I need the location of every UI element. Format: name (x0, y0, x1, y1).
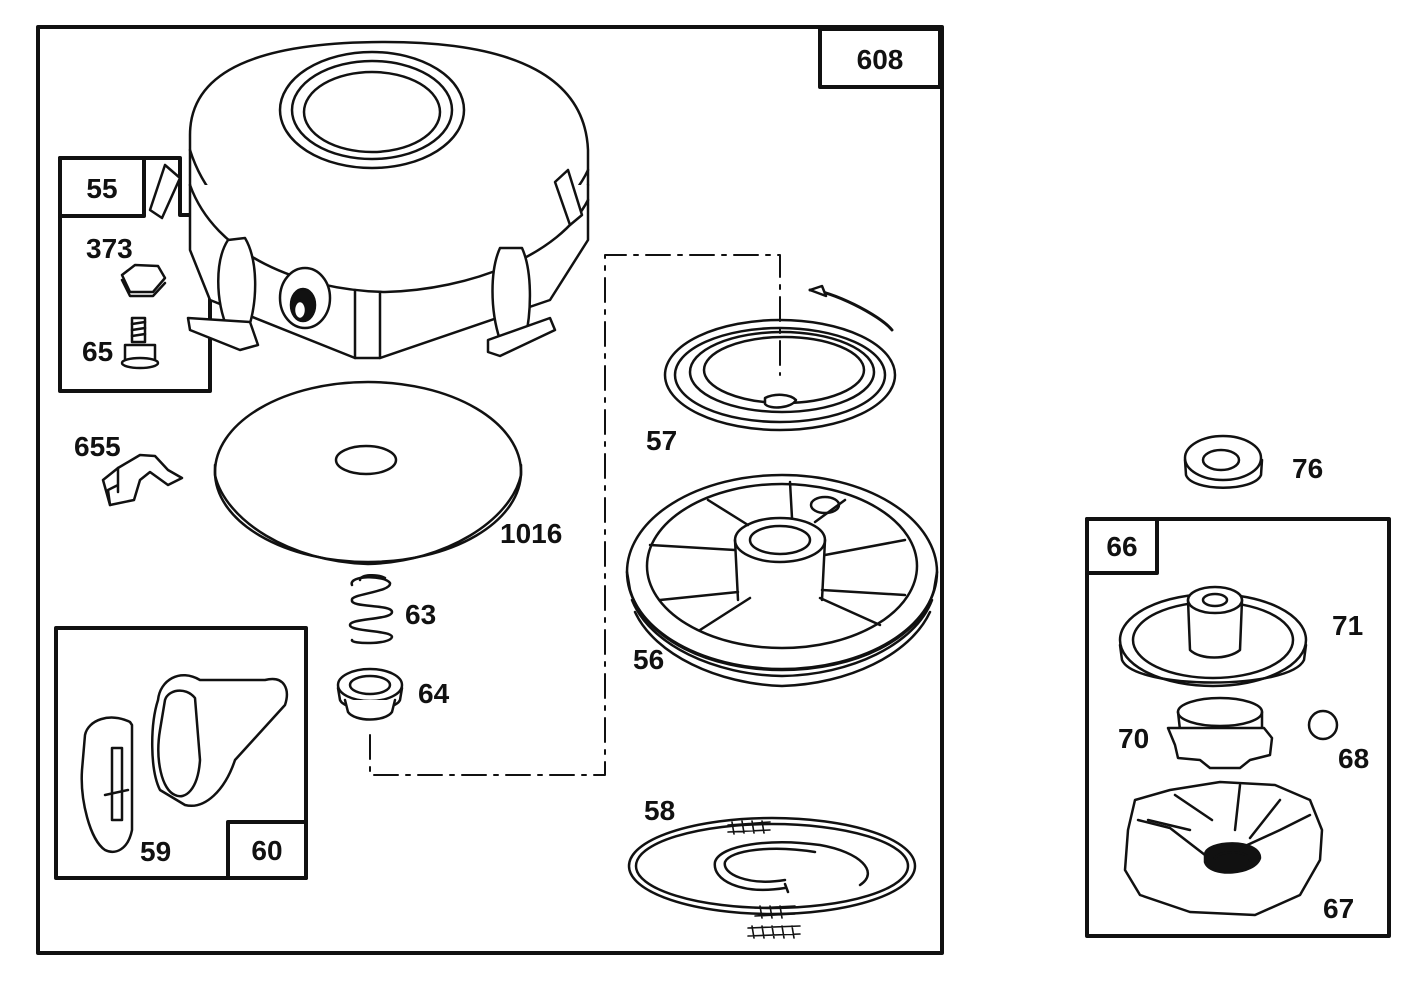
bushing-illustration (336, 667, 404, 721)
blower-housing-illustration (148, 40, 590, 360)
part-label-76: 76 (1292, 453, 1324, 484)
kit-66-frame (1085, 517, 1391, 938)
part-label-655: 655 (74, 431, 121, 462)
starter-cup-illustration (1118, 585, 1308, 688)
disc-illustration (213, 380, 523, 566)
nut-illustration (120, 263, 167, 298)
part-label-65: 65 (82, 336, 114, 367)
connector-line (369, 254, 781, 776)
assembly-number-box (818, 27, 942, 89)
handle-illustration (80, 674, 289, 854)
part-label-67: 67 (1323, 893, 1355, 924)
ratchet-illustration (1166, 696, 1274, 770)
part-label-58: 58 (644, 795, 676, 826)
assembly-frame (36, 25, 944, 955)
rope-illustration (627, 816, 917, 939)
kit-60-number-box (226, 820, 308, 880)
kit-55-label: 55 (86, 173, 118, 204)
part-label-57: 57 (646, 425, 678, 456)
kit-55-number-box (58, 156, 146, 218)
part-label-64: 64 (418, 678, 450, 709)
part-label-1016: 1016 (500, 518, 563, 549)
kit-66-label: 66 (1106, 531, 1138, 562)
spring-coil-illustration (663, 284, 897, 432)
ratchet-housing-illustration (1123, 780, 1324, 917)
kit-60-frame (54, 626, 308, 880)
part-label-71: 71 (1332, 610, 1364, 641)
pulley-illustration (625, 473, 939, 688)
assembly-number-label: 608 (856, 44, 904, 75)
screw-illustration (120, 316, 160, 370)
part-label-70: 70 (1118, 723, 1150, 754)
kit-60-label: 60 (251, 835, 283, 866)
clip-illustration (101, 453, 184, 507)
kit-66-number-box (1085, 517, 1159, 575)
part-label-63: 63 (405, 599, 437, 630)
part-label-59: 59 (140, 836, 172, 867)
part-label-68: 68 (1338, 743, 1370, 774)
ball-illustration (1307, 709, 1339, 741)
part-label-56: 56 (633, 644, 665, 675)
part-label-373: 373 (86, 233, 133, 264)
spring-illustration (348, 574, 394, 645)
washer-illustration (1183, 434, 1264, 489)
